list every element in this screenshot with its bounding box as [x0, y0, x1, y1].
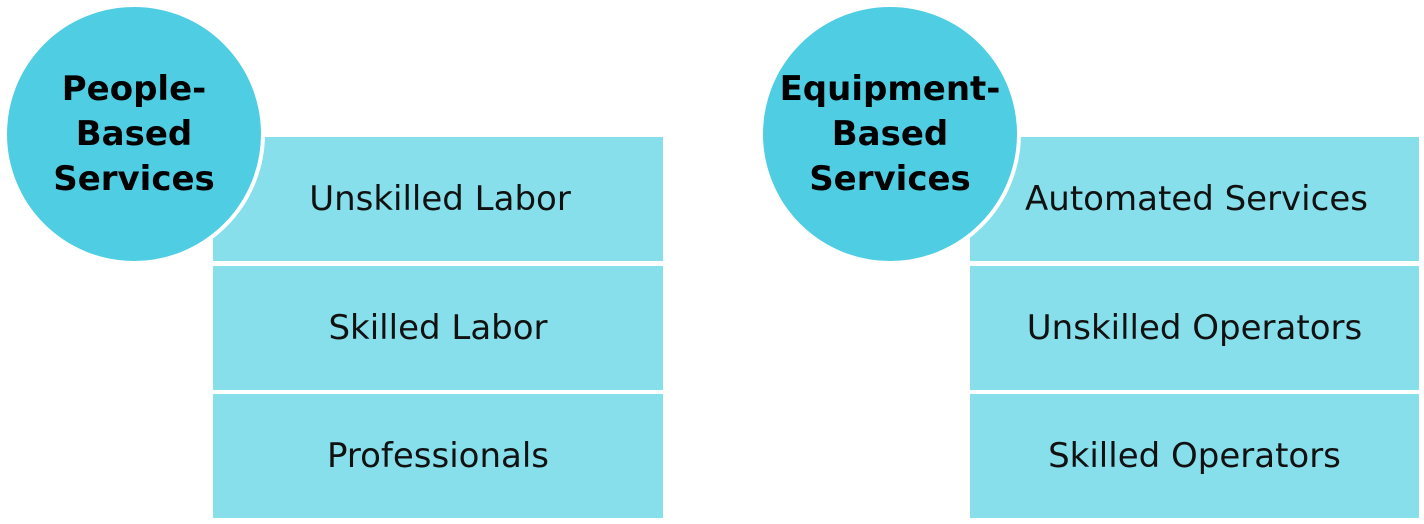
item-label: Automated Services [1025, 179, 1368, 219]
item-label: Skilled Labor [328, 308, 548, 348]
item-label: Professionals [326, 436, 550, 476]
item-label: Skilled Operators [1048, 436, 1341, 476]
category-title: People- Based Services [53, 68, 215, 199]
list-item-automated-services: Automated Services [970, 137, 1419, 261]
item-label: Unskilled Labor [309, 179, 571, 219]
category-circle-equipment-based: Equipment- Based Services [759, 3, 1021, 265]
list-item-professionals: Professionals [213, 394, 663, 518]
category-title: Equipment- Based Services [779, 68, 1001, 199]
equipment-based-services-group: Automated Services Unskilled Operators S… [756, 0, 1424, 524]
list-item-unskilled-labor: Unskilled Labor [213, 137, 663, 261]
list-item-skilled-labor: Skilled Labor [213, 266, 663, 390]
category-circle-people-based: People- Based Services [3, 3, 265, 265]
item-label: Unskilled Operators [1026, 308, 1363, 348]
list-item-unskilled-operators: Unskilled Operators [970, 266, 1419, 390]
people-based-services-group: Unskilled Labor Skilled Labor Profession… [0, 0, 680, 524]
list-item-skilled-operators: Skilled Operators [970, 394, 1419, 518]
